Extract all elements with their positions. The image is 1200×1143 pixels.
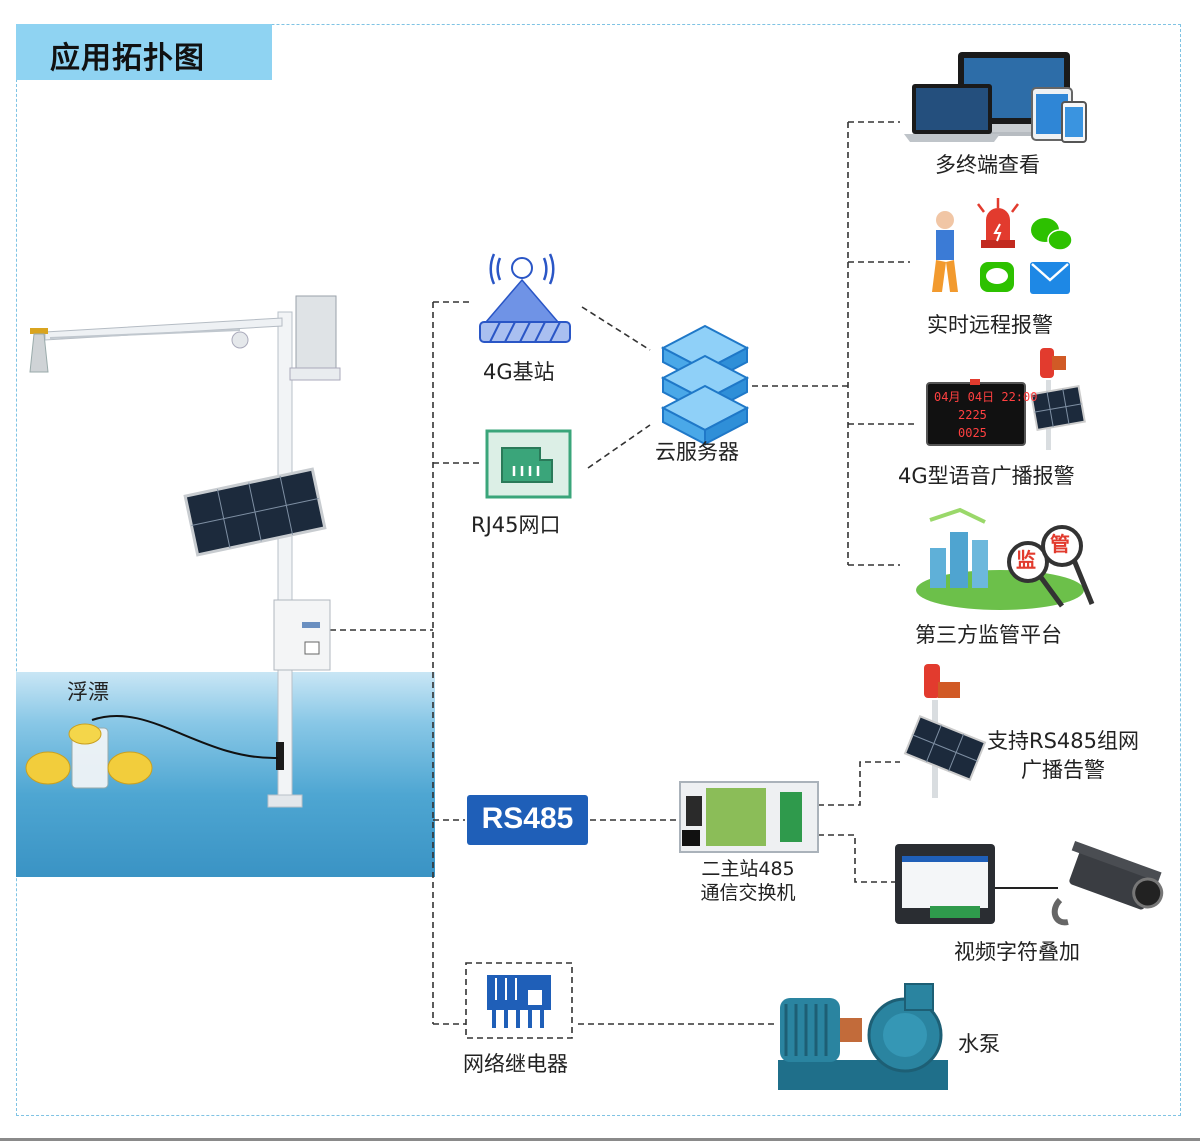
third-party-label: 第三方监管平台: [915, 623, 1062, 647]
float-label: 浮漂: [67, 680, 109, 704]
base-station-label: 4G基站: [483, 360, 555, 384]
switch-label-line1: 二主站485: [701, 858, 795, 880]
rs485-badge: RS485: [467, 795, 588, 845]
monitoring-pole: [29, 295, 341, 808]
rs485-alarm-icon: [903, 664, 987, 798]
video-overlay-icon: [895, 844, 995, 924]
supervision-platform-icon: [916, 507, 1095, 610]
remote-alarm-label: 实时远程报警: [927, 313, 1053, 337]
video-overlay-label: 视频字符叠加: [954, 940, 1080, 964]
camera-icon: [1051, 841, 1164, 926]
float-device: [25, 714, 279, 789]
rj45-port-icon: [485, 429, 572, 499]
voice-alarm-icon: [926, 348, 1086, 450]
rs485-alarm-label-line1: 支持RS485组网: [986, 729, 1139, 753]
cloud-server-label: 云服务器: [655, 440, 739, 464]
connector-lines: [330, 121, 915, 1025]
switch-label-line2: 通信交换机: [700, 882, 796, 904]
base-station-icon: [479, 253, 571, 343]
water-pump-icon: [778, 983, 948, 1090]
remote-alarm-icons: [932, 198, 1073, 294]
bottom-divider: [0, 1138, 1200, 1141]
terminals-icon: [904, 52, 1087, 143]
rs485-label: RS485: [481, 802, 574, 835]
relay-label: 网络继电器: [463, 1052, 568, 1076]
terminals-label: 多终端查看: [935, 153, 1040, 177]
diagram-frame: [16, 24, 1181, 1116]
supervision-glyph-jian: 监: [1016, 548, 1036, 572]
rj45-label: RJ45网口: [471, 513, 561, 537]
rs485-alarm-label-line2: 广播告警: [1021, 758, 1105, 782]
display-row-date: 04月 04日 22:00: [934, 390, 1038, 404]
supervision-glyph-guan: 管: [1050, 532, 1070, 556]
pump-label: 水泵: [958, 1032, 1000, 1056]
display-row-value-2: 0025: [958, 426, 987, 440]
page-title: 应用拓扑图: [50, 41, 205, 76]
title-tab: 应用拓扑图: [16, 24, 272, 80]
relay-icon: [465, 962, 573, 1039]
display-row-value-1: 2225: [958, 408, 987, 422]
voice-alarm-label: 4G型语音广播报警: [898, 464, 1075, 488]
cloud-server-icon: [660, 324, 750, 446]
switch-device-icon: [679, 781, 819, 853]
